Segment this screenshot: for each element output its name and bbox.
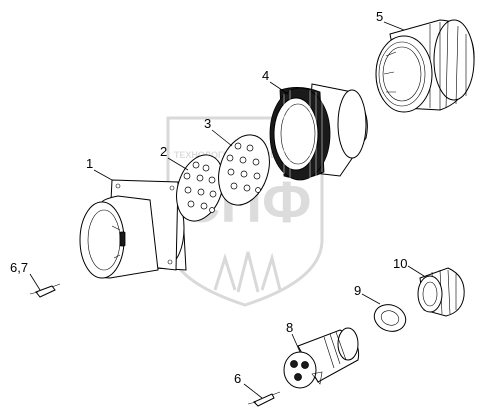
callout-8: 8 [286,320,293,335]
callout-6: 6 [234,371,241,386]
part-9-sealing-washer [373,304,407,332]
part-3-contact-disc [218,134,270,206]
part-6-contact-pin [247,391,281,407]
callout-6-7: 6,7 [10,260,28,275]
callout-2: 2 [160,144,167,159]
callout-4: 4 [262,68,269,83]
part-8-plug-body [283,327,360,389]
callout-9: 9 [354,283,361,298]
part-67-contact-pin [29,283,61,298]
callout-10: 10 [393,256,407,271]
leader-lines [29,21,425,399]
part-5-threaded-housing [375,19,475,113]
callout-1: 1 [86,156,93,171]
callout-3: 3 [204,116,211,131]
part-10-threaded-ring [417,267,465,317]
callout-5: 5 [376,9,383,24]
part-1-receptacle-housing [79,179,187,279]
part-2-insert-disc [176,154,224,222]
part-4-knurled-coupling-nut [269,83,368,181]
